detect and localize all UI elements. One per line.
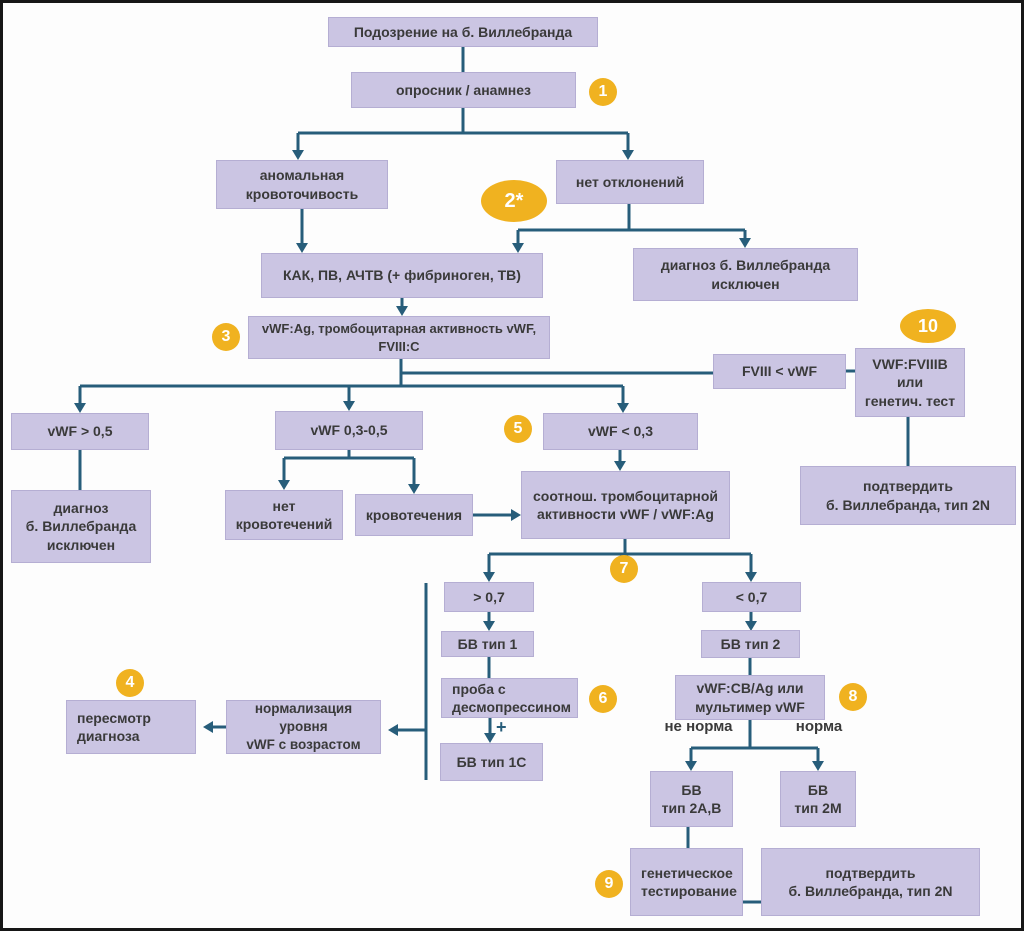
node-vwf-fviiib-genetic-test: VWF:FVIIIB или генетич. тест [855,348,965,417]
node-vwf-ag-activity-fviii: vWF:Ag, тромбоцитарная активность vWF, F… [248,316,550,359]
step-badge-8: 8 [839,683,867,711]
step-badge-5: 5 [504,415,532,443]
step-badge-1: 1 [589,78,617,106]
node-vwd-type-2: БВ тип 2 [701,630,800,658]
node-vwf-03-05: vWF 0,3-0,5 [275,411,423,450]
connector-lines [78,47,910,904]
step-badge-6: 6 [589,685,617,713]
edge-label-normal: норма [795,718,843,735]
node-review-diagnosis: пересмотр диагноза [66,700,196,754]
node-no-deviations: нет отклонений [556,160,704,204]
node-genetic-testing: генетическое тестирование [630,848,743,916]
node-vwf-cb-ag-multimer: vWF:CB/Ag или мультимер vWF [675,675,825,720]
node-diagnosis-excluded-left: диагноз б. Виллебранда исключен [11,490,151,563]
node-platelet-activity-ratio: соотнош. тромбоцитарной активности vWF /… [521,471,730,539]
node-vwd-type-1: БВ тип 1 [441,631,534,657]
node-coagulation-tests: КАК, ПВ, АЧТВ (+ фибриноген, ТВ) [261,253,543,298]
node-fviii-less-vwf: FVIII < vWF [713,354,846,389]
flow-connectors [74,47,910,904]
node-vwd-type-2m: БВ тип 2М [780,771,856,827]
node-suspicion-vwd: Подозрение на б. Виллебранда [328,17,598,47]
node-vwd-type-1c: БВ тип 1С [440,743,543,781]
node-ratio-gt-07: > 0,7 [444,582,534,612]
step-badge-3: 3 [212,323,240,351]
step-badge-9: 9 [595,870,623,898]
node-vwd-type-2ab: БВ тип 2А,В [650,771,733,827]
edge-label-not-normal: не норма [664,718,733,735]
node-ratio-lt-07: < 0,7 [702,582,801,612]
edge-label-plus: + [496,717,507,737]
node-abnormal-bleeding: аномальная кровоточивость [216,160,388,209]
node-no-bleedings: нет кровотечений [225,490,343,540]
node-vwf-gt-05: vWF > 0,5 [11,413,149,450]
node-questionnaire-anamnesis: опросник / анамнез [351,72,576,108]
step-badge-2: 2* [481,180,547,222]
step-badge-7: 7 [610,555,638,583]
node-vwf-normalization-age: нормализация уровня vWF с возрастом [226,700,381,754]
node-bleedings: кровотечения [355,494,473,536]
node-diagnosis-excluded-top: диагноз б. Виллебранда исключен [633,248,858,301]
node-desmopressin-test: проба с десмопрессином [441,678,578,718]
step-badge-4: 4 [116,669,144,697]
node-confirm-type-2n-right: подтвердить б. Виллебранда, тип 2N [800,466,1016,525]
arrowheads [74,150,824,771]
step-badge-10: 10 [900,309,956,343]
node-vwf-lt-03: vWF < 0,3 [543,413,698,450]
node-confirm-type-2n-bottom: подтвердить б. Виллебранда, тип 2N [761,848,980,916]
